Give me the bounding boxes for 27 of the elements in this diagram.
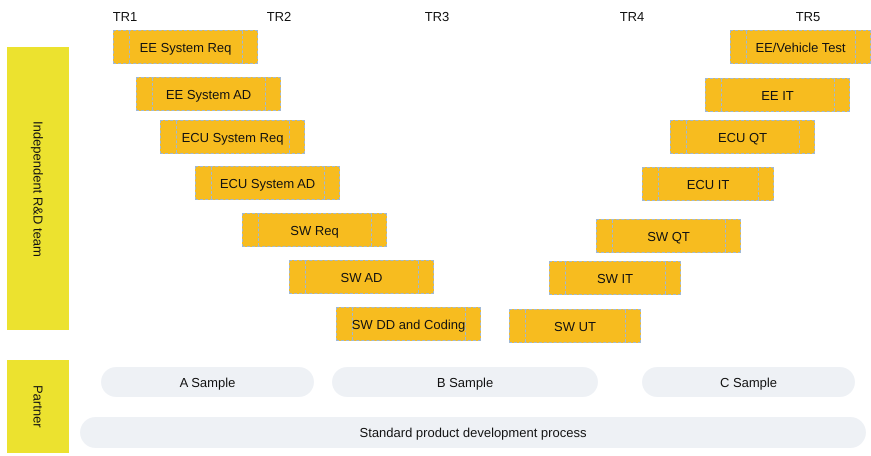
process-step-box: SW AD (289, 260, 434, 294)
phase-bar: B Sample (332, 367, 598, 397)
process-step-box: SW QT (596, 219, 741, 253)
process-step-box: SW Req (242, 213, 387, 247)
milestone-label: TR5 (794, 9, 822, 24)
milestone-label: TR2 (266, 9, 292, 24)
phase-bar: C Sample (642, 367, 855, 397)
process-step-box: EE IT (705, 78, 850, 112)
process-step-box: SW DD and Coding (336, 307, 481, 341)
process-step-box: SW UT (509, 309, 641, 343)
milestone-label: TR4 (618, 9, 646, 24)
phase-bar: A Sample (101, 367, 314, 397)
team-band (7, 360, 69, 453)
milestone-label: TR1 (112, 9, 138, 24)
process-step-box: EE/Vehicle Test (730, 30, 871, 64)
process-step-box: EE System Req (113, 30, 258, 64)
team-label: Partner (30, 385, 46, 428)
milestone-label: TR3 (424, 9, 450, 24)
process-step-box: ECU IT (642, 167, 774, 201)
team-label: Independent R&D team (30, 120, 46, 256)
process-step-box: ECU QT (670, 120, 815, 154)
process-step-box: SW IT (549, 261, 681, 295)
team-band (7, 47, 69, 330)
phase-bar: Standard product development process (80, 417, 866, 448)
process-step-box: ECU System AD (195, 166, 340, 200)
process-step-box: ECU System Req (160, 120, 305, 154)
process-step-box: EE System AD (136, 77, 281, 111)
